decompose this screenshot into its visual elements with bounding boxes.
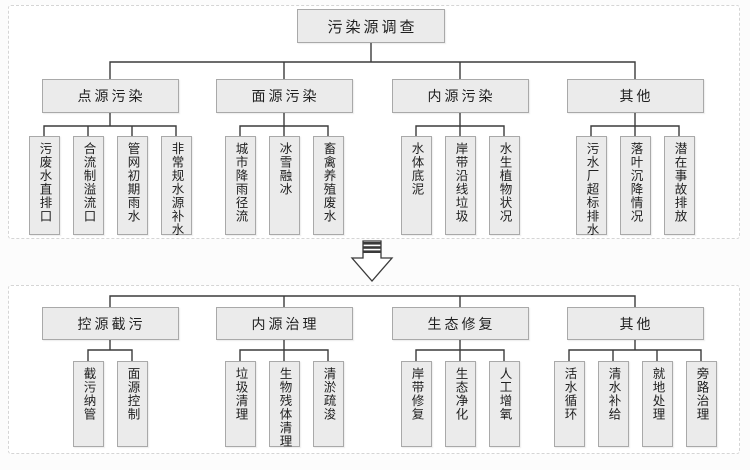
- branch-node: 面源污染: [215, 79, 353, 113]
- branch-node: 内源治理: [215, 307, 353, 340]
- leaf-node: 人工增氧: [488, 361, 520, 447]
- branch-node: 控源截污: [41, 307, 179, 340]
- leaf-node: 非常规水源补水: [160, 136, 192, 237]
- leaf-node: 潜在事故排放: [663, 136, 695, 235]
- leaf-node: 旁路治理: [685, 361, 717, 447]
- leaf-node: 活水循环: [553, 361, 585, 447]
- branch-node: 其他: [566, 79, 704, 113]
- down-block-arrow-icon: [350, 240, 394, 282]
- leaf-node: 污水厂超标排水: [575, 136, 607, 237]
- leaf-node: 城市降雨径流: [224, 136, 256, 235]
- leaf-node: 管网初期雨水: [116, 136, 148, 235]
- leaf-node: 岸带沿线垃圾: [444, 136, 476, 235]
- leaf-node: 清淤疏浚: [312, 361, 344, 447]
- leaf-node: 就地处理: [641, 361, 673, 447]
- root-node: 污染源调查: [297, 9, 445, 43]
- leaf-node: 水体底泥: [400, 136, 432, 235]
- branch-node: 其他: [566, 307, 704, 340]
- leaf-node: 畜禽养殖废水: [312, 136, 344, 235]
- leaf-node: 面源控制: [116, 361, 148, 447]
- leaf-node: 清水补给: [597, 361, 629, 447]
- leaf-node: 岸带修复: [400, 361, 432, 447]
- leaf-node: 污废水直排口: [28, 136, 60, 235]
- leaf-node: 生物残体清理: [268, 361, 300, 448]
- leaf-node: 落叶沉降情况: [619, 136, 651, 235]
- leaf-node: 合流制溢流口: [72, 136, 104, 235]
- branch-node: 内源污染: [391, 79, 529, 113]
- leaf-node: 冰雪融冰: [268, 136, 300, 235]
- leaf-node: 截污纳管: [72, 361, 104, 447]
- leaf-node: 生态净化: [444, 361, 476, 447]
- leaf-node: 垃圾清理: [224, 361, 256, 447]
- branch-node: 生态修复: [391, 307, 529, 340]
- branch-node: 点源污染: [41, 79, 179, 113]
- leaf-node: 水生植物状况: [488, 136, 520, 235]
